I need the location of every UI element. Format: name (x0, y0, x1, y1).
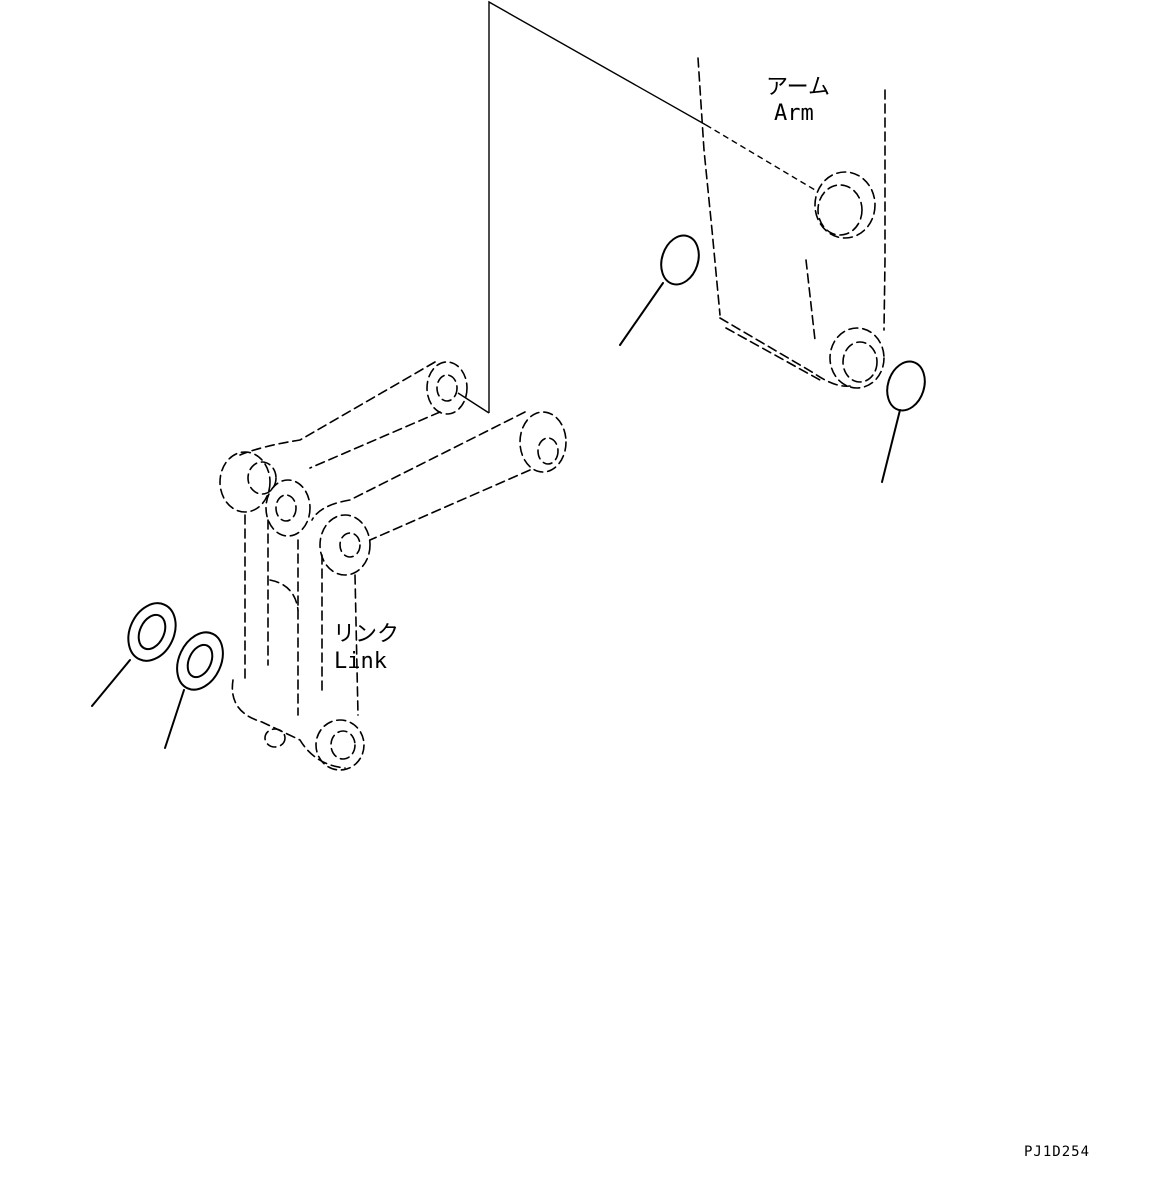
arm-label-jp: アーム (766, 75, 830, 100)
shim-callout-arm-lower (881, 360, 926, 483)
link-label-jp: リンク (333, 622, 399, 647)
washer-callout-left (91, 602, 177, 707)
arm-label-en: Arm (774, 101, 814, 126)
washer-callout-right (164, 631, 224, 749)
assembly-leader-line (457, 0, 816, 414)
arm-part: アーム Arm (697, 57, 886, 389)
link-part: リンク Link (219, 361, 567, 771)
shim-callout-arm-upper (619, 234, 700, 346)
link-label-en: Link (334, 649, 387, 674)
drawing-code: PJ1D254 (1024, 1144, 1090, 1160)
